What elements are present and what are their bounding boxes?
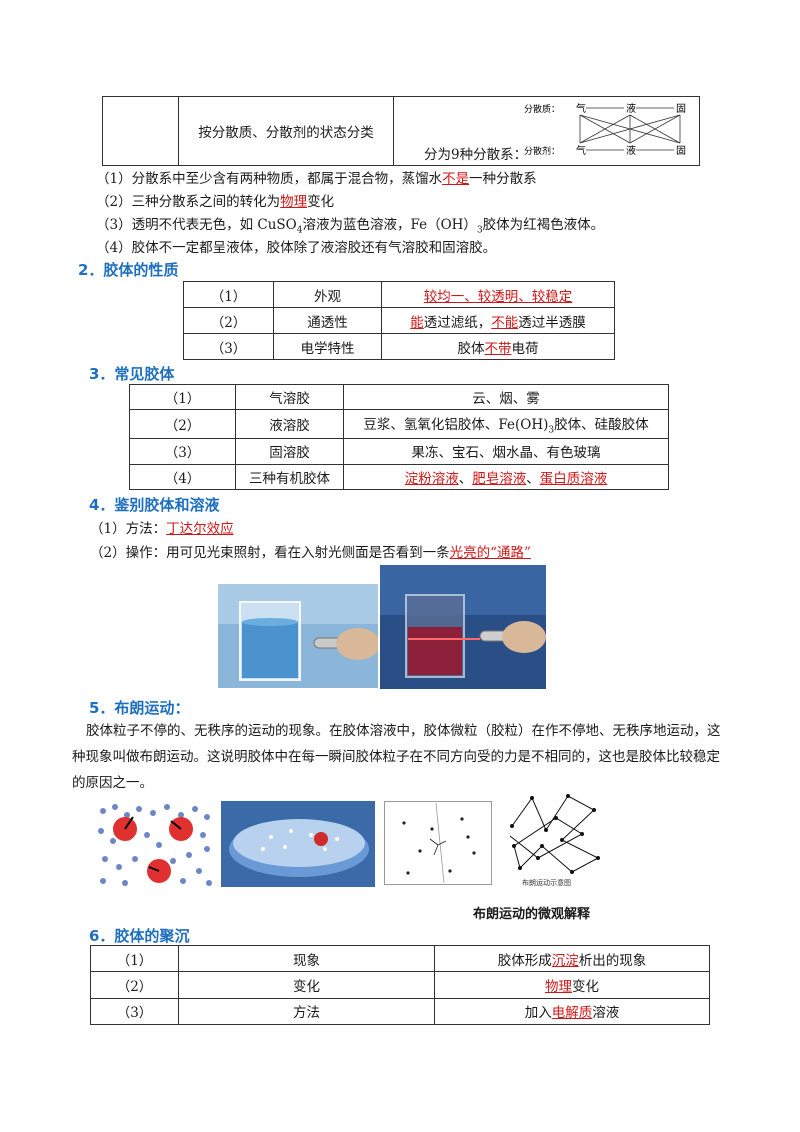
brownian-path-image: 布朗运动示意图 xyxy=(502,788,604,888)
colloid-row2-num: （2） xyxy=(129,409,236,440)
section5-title: 5．布朗运动： xyxy=(89,699,190,717)
colloid-row1-name: 气溶胶 xyxy=(235,383,344,411)
colloid-row3-num: （3） xyxy=(129,438,236,465)
diagram-bottom-state-2: 液 xyxy=(626,144,636,157)
diagram-top-state-1: 气 xyxy=(576,102,586,115)
prop-row2-name: 通透性 xyxy=(273,307,382,334)
colloid-row4-num: （4） xyxy=(129,463,236,491)
prop-row3-name: 电学特性 xyxy=(273,333,382,360)
coag-row1-num: （1） xyxy=(90,944,179,973)
colloid-row1-value: 云、烟、雾 xyxy=(343,383,669,411)
brownian-dots-image xyxy=(384,801,492,885)
prop-row3-num: （3） xyxy=(183,333,274,360)
section6-title: 6．胶体的聚沉 xyxy=(89,927,190,945)
colloid-row2-name: 液溶胶 xyxy=(235,409,344,440)
prop-row2-num: （2） xyxy=(183,307,274,334)
brownian-path-caption: 布朗运动示意图 xyxy=(522,878,571,887)
prop-row1-name: 外观 xyxy=(273,281,382,308)
brownian-caption: 布朗运动的微观解释 xyxy=(473,907,591,922)
colloid-row4-value: 淀粉溶液、肥皂溶液、蛋白质溶液 xyxy=(343,463,669,491)
section3-title: 3．常见胶体 xyxy=(89,365,175,383)
section2-title: 2．胶体的性质 xyxy=(78,261,179,279)
note-1: （1）分散系中至少含有两种物质，都属于混合物，蒸馏水不是一种分散系 xyxy=(96,171,537,187)
diagram-top-state-3: 固 xyxy=(676,103,686,115)
classification-label-cell: 按分散质、分散剂的状态分类 xyxy=(178,96,394,166)
coag-row2-name: 变化 xyxy=(178,971,435,999)
prop-row3-value: 胶体不带电荷 xyxy=(381,333,615,360)
note-3: （3）透明不代表无色，如 CuSO4溶液为蓝色溶液，Fe（OH）3胶体为红褐色液… xyxy=(96,217,605,236)
diagram-bottom-state-1: 气 xyxy=(576,144,586,157)
classification-diagram-cell: 分为9种分散系： 分散质： 分散剂： 气 液 固 气 液 固 xyxy=(393,96,700,166)
coag-row1-name: 现象 xyxy=(178,944,435,973)
common-colloids-table: （1） 气溶胶 云、烟、雾 （2） 液溶胶 豆浆、氢氧化铝胶体、Fe(OH)3胶… xyxy=(129,383,669,491)
operation-line: （2）操作：用可见光束照射，看在入射光侧面是否看到一条光亮的“通路” xyxy=(90,545,531,561)
colloid-properties-table: （1） 外观 较均一、较透明、较稳定 （2） 通透性 能透过滤纸，不能透过半透膜… xyxy=(183,281,615,360)
section4-title: 4．鉴别胶体和溶液 xyxy=(89,496,220,514)
classification-empty-cell xyxy=(102,96,179,166)
prop-row2-value: 能透过滤纸，不能透过半透膜 xyxy=(381,307,615,334)
colloid-row3-value: 果冻、宝石、烟水晶、有色玻璃 xyxy=(343,438,669,465)
prop-row1-value: 较均一、较透明、较稳定 xyxy=(381,281,615,308)
classification-result: 分为9种分散系： xyxy=(424,147,528,163)
coag-row2-value: 物理变化 xyxy=(434,971,710,999)
diagram-row1-label: 分散质： xyxy=(524,103,560,115)
brownian-paragraph: 胶体粒子不停的、无秩序的运动的现象。在胶体溶液中，胶体微粒（胶粒）在作不停地、无… xyxy=(72,723,721,791)
coag-row3-num: （3） xyxy=(90,997,179,1026)
coagulation-table: （1） 现象 胶体形成沉淀析出的现象 （2） 变化 物理变化 （3） 方法 加入… xyxy=(90,944,710,1026)
diagram-bottom-state-3: 固 xyxy=(676,145,686,157)
tyndall-photo-solution xyxy=(218,584,378,688)
brownian-dish-image xyxy=(221,801,375,887)
coag-row2-num: （2） xyxy=(90,971,179,999)
coag-row3-name: 方法 xyxy=(178,997,435,1026)
classification-table: 按分散质、分散剂的状态分类 分为9种分散系： 分散质： 分散剂： 气 液 固 气… xyxy=(102,96,700,166)
coag-row1-value: 胶体形成沉淀析出的现象 xyxy=(434,944,710,973)
colloid-row3-name: 固溶胶 xyxy=(235,438,344,465)
prop-row1-num: （1） xyxy=(183,281,274,308)
classification-label: 按分散质、分散剂的状态分类 xyxy=(198,125,374,141)
method-line: （1）方法：丁达尔效应 xyxy=(90,521,234,537)
tyndall-photo-colloid xyxy=(380,565,546,689)
dispersion-diagram: 分散质： 分散剂： 气 液 固 气 液 固 xyxy=(524,102,686,157)
note-4: （4）胶体不一定都呈液体，胶体除了液溶胶还有气溶胶和固溶胶。 xyxy=(96,240,497,256)
colloid-row4-name: 三种有机胶体 xyxy=(235,463,344,491)
note-2: （2）三种分散系之间的转化为物理变化 xyxy=(96,194,335,210)
diagram-row2-label: 分散剂： xyxy=(524,145,560,157)
diagram-top-state-2: 液 xyxy=(626,102,636,115)
brownian-particles-image xyxy=(95,801,213,887)
colloid-row2-value: 豆浆、氢氧化铝胶体、Fe(OH)3胶体、硅酸胶体 xyxy=(343,409,669,440)
colloid-row1-num: （1） xyxy=(129,383,236,411)
coag-row3-value: 加入电解质溶液 xyxy=(434,997,710,1026)
